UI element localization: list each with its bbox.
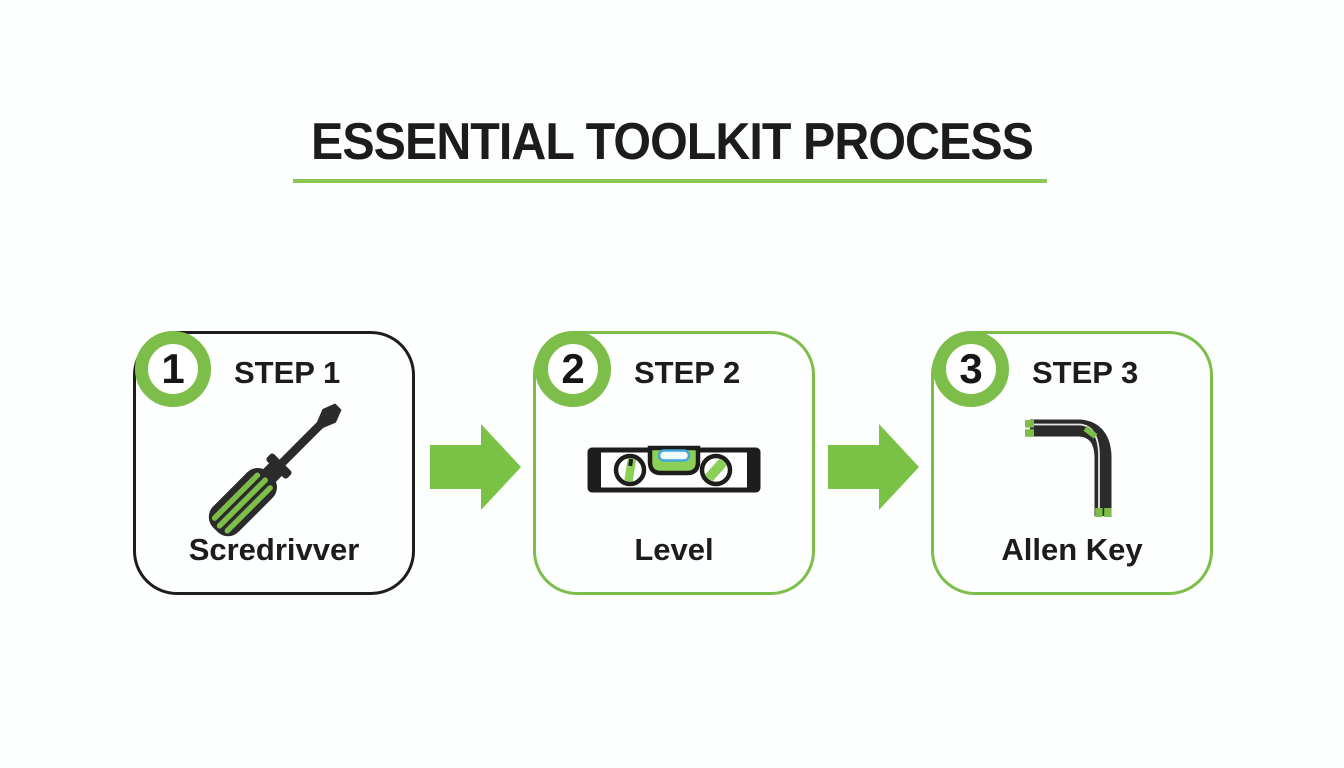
step-number: 1 (161, 345, 185, 392)
step-number: 2 (561, 345, 585, 392)
step-label: STEP 1 (234, 355, 341, 390)
tool-name: Level (634, 532, 714, 567)
step-number: 3 (959, 345, 983, 392)
arrow-right-icon (828, 424, 919, 510)
step-card-2: 2 STEP 2 (533, 331, 815, 595)
page-title: ESSENTIAL TOOLKIT PROCESS (311, 113, 1034, 171)
tool-name: Allen Key (1001, 532, 1143, 567)
arrow-right-icon (430, 424, 521, 510)
step-number-badge: 3 (933, 331, 1009, 407)
step-label: STEP 3 (1032, 355, 1139, 390)
step-number-badge: 2 (535, 331, 611, 407)
step-card-1: 1 STEP 1 Scre (133, 331, 415, 595)
allen-key-icon (934, 400, 1210, 524)
screwdriver-icon (136, 396, 412, 546)
level-icon (536, 436, 812, 498)
title-underline (293, 179, 1047, 183)
step-label: STEP 2 (634, 355, 741, 390)
step-card-3: 3 STEP 3 Allen Key (931, 331, 1213, 595)
tool-name: Scredrivver (188, 532, 360, 567)
